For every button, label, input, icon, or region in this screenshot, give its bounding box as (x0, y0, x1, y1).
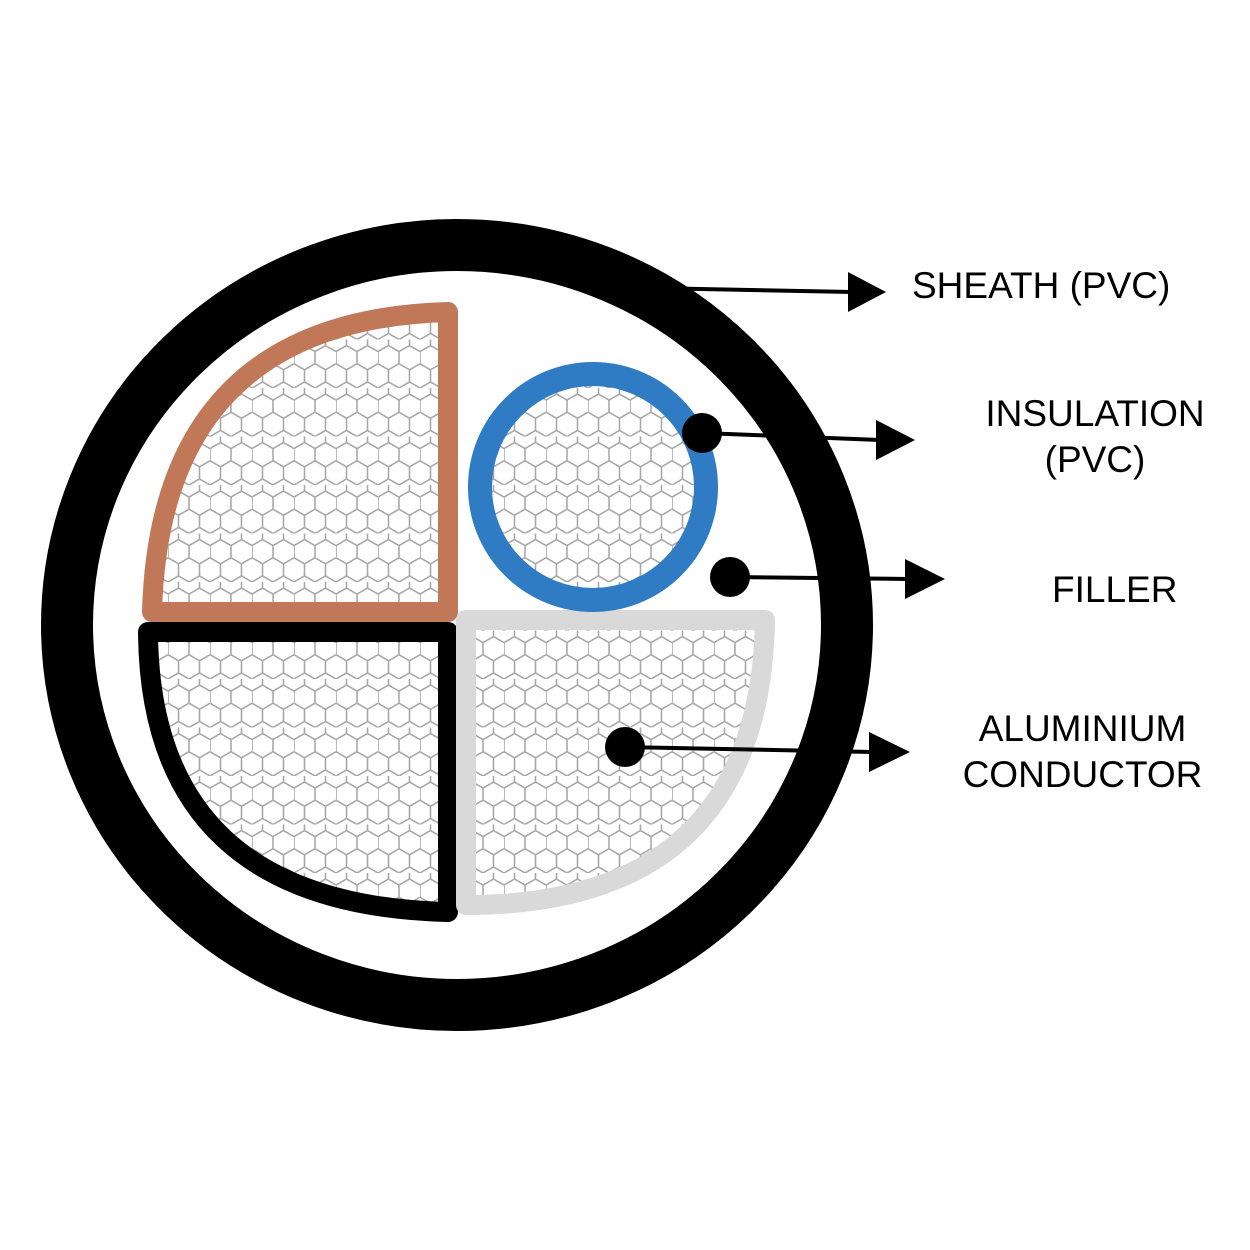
conductor-label-line2: CONDUCTOR (962, 754, 1203, 795)
core-blue (468, 362, 718, 612)
conductor-label: ALUMINIUM CONDUCTOR (945, 706, 1220, 798)
conductor-leader (605, 727, 910, 772)
core-black (138, 622, 458, 922)
filler-leader (710, 557, 945, 599)
insulation-label-line2: (PVC) (1044, 439, 1146, 480)
insulation-label: INSULATION (PVC) (965, 391, 1225, 483)
sheath-label: SHEATH (PVC) (912, 265, 1171, 306)
core-brown (142, 302, 458, 622)
insulation-label-line1: INSULATION (985, 393, 1205, 434)
conductor-label-line1: ALUMINIUM (978, 708, 1187, 749)
insulation-leader (682, 413, 915, 460)
sheath-leader (649, 272, 886, 312)
filler-label: FILLER (1052, 569, 1178, 610)
